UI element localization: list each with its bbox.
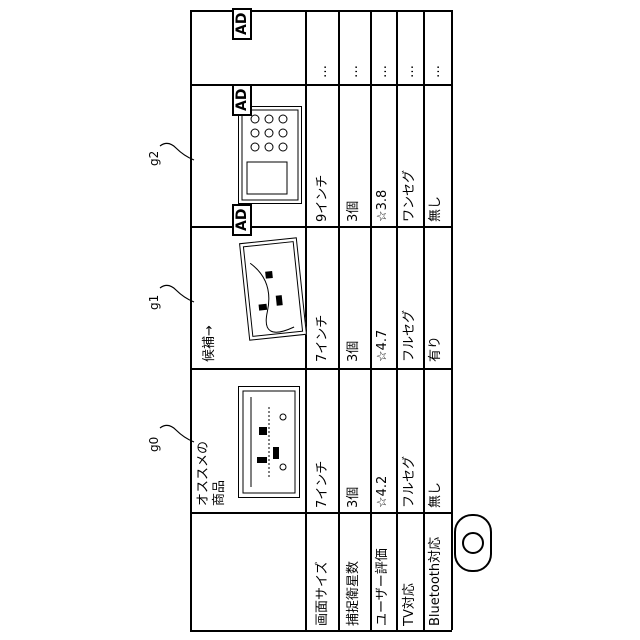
g1-ad-badge: AD — [232, 204, 252, 236]
table-border-top — [190, 10, 452, 12]
device-buttons-icon — [239, 107, 301, 203]
row-label-user-rating: ユーザー評価 — [375, 548, 391, 626]
leader-line-g2 — [158, 140, 198, 164]
g1-screen: 7インチ — [315, 315, 331, 362]
row-label-screen-size: 画面サイズ — [315, 561, 331, 626]
table-border-right — [451, 10, 453, 630]
g2-rating: ☆3.8 — [375, 190, 391, 222]
navigation-map-icon — [239, 387, 299, 497]
g0-screen: 7インチ — [315, 461, 331, 508]
g0-bluetooth: 無し — [428, 482, 444, 508]
g1-satellites: 3個 — [346, 341, 362, 362]
g1-bluetooth: 有り — [428, 336, 444, 362]
g2-ad-badge: AD — [232, 84, 252, 116]
recommended-header: オススメの商品 — [196, 436, 228, 506]
navigation-map-icon — [240, 238, 306, 339]
g2-tv: ワンセグ — [402, 170, 418, 222]
table-line-row1 — [338, 10, 340, 630]
home-button[interactable] — [454, 514, 492, 572]
p3-bluetooth: … — [428, 65, 444, 78]
g2-bluetooth: 無し — [428, 196, 444, 222]
g0-rating: ☆4.2 — [375, 476, 391, 508]
row-label-satellites: 捕捉衛星数 — [346, 561, 362, 626]
p3-satellites: … — [346, 65, 362, 78]
row-label-bluetooth: Bluetooth対応 — [428, 537, 444, 626]
table-line-col-g0 — [190, 368, 452, 370]
p3-ad-badge: AD — [232, 8, 252, 40]
g1-rating: ☆4.7 — [375, 330, 391, 362]
table-line-col-g1 — [190, 226, 452, 228]
p3-rating: … — [375, 65, 391, 78]
p3-screen: … — [315, 65, 331, 78]
g0-satellites: 3個 — [346, 487, 362, 508]
leader-line-g0 — [158, 422, 198, 446]
product-g1-image — [239, 237, 307, 341]
product-g0-image — [238, 386, 300, 498]
row-label-tv: TV対応 — [402, 583, 418, 626]
g2-screen: 9インチ — [315, 175, 331, 222]
product-g2-image — [238, 106, 302, 204]
table-line-row4 — [423, 10, 425, 630]
table-line-row3 — [396, 10, 398, 630]
g1-tv: フルセグ — [402, 310, 418, 362]
table-border-left — [190, 10, 192, 630]
home-button-circle-icon — [462, 532, 484, 554]
leader-line-g1 — [158, 282, 198, 306]
g2-satellites: 3個 — [346, 201, 362, 222]
table-border-bottom — [190, 630, 452, 632]
table-line-row2 — [370, 10, 372, 630]
g0-tv: フルセグ — [402, 456, 418, 508]
p3-tv: … — [402, 65, 418, 78]
candidate-header: 候補→ — [202, 325, 218, 362]
table-line-col-labels — [190, 512, 452, 514]
table-line-col-g2 — [190, 84, 452, 86]
